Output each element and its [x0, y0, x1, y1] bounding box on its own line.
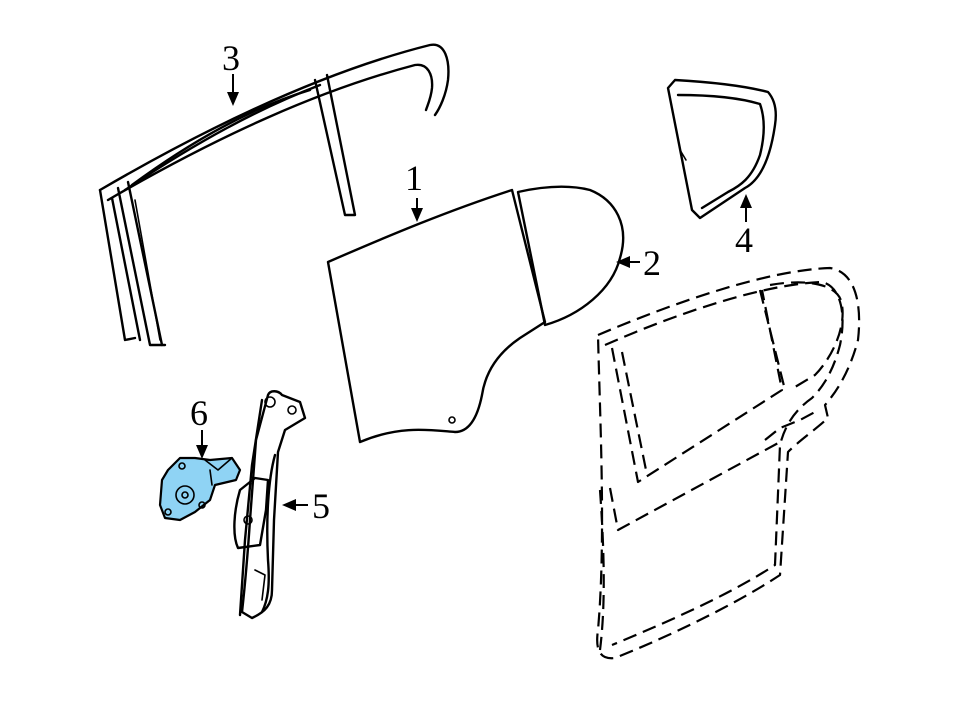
part-2-quarter-glass[interactable]: [516, 185, 625, 327]
part-6-window-motor[interactable]: [158, 456, 242, 522]
callout-3-label: 3: [222, 38, 240, 78]
callout-5: 5: [282, 486, 330, 526]
callout-2-label: 2: [643, 243, 661, 283]
callout-1: 1: [405, 158, 423, 222]
callout-6: 6: [190, 393, 208, 459]
callout-3: 3: [222, 38, 240, 106]
callout-4: 4: [735, 194, 753, 260]
callout-6-label: 6: [190, 393, 208, 433]
callout-4-label: 4: [735, 220, 753, 260]
door-shell-outline: [596, 266, 861, 660]
callout-2: 2: [616, 243, 661, 283]
part-4-window-seal[interactable]: [666, 78, 777, 220]
part-5-window-regulator[interactable]: [233, 390, 307, 620]
callout-1-label: 1: [405, 158, 423, 198]
part-1-door-glass[interactable]: [326, 188, 547, 444]
callout-5-label: 5: [312, 486, 330, 526]
part-3-run-channel[interactable]: [98, 43, 450, 347]
